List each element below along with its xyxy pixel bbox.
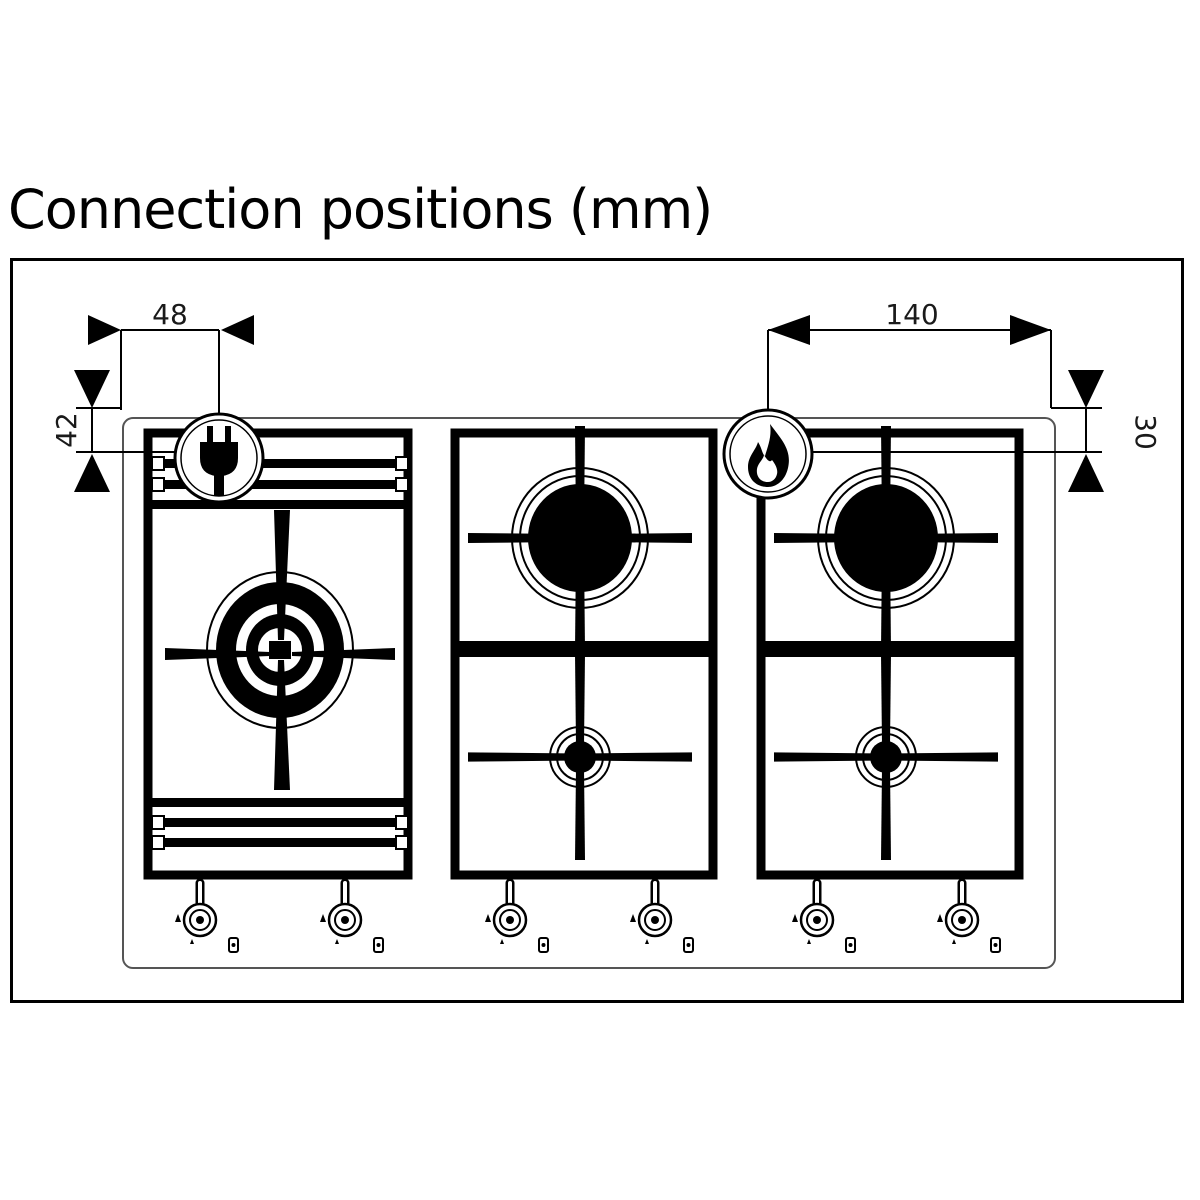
knob-3 <box>485 883 548 952</box>
control-knobs <box>175 883 1000 952</box>
gas-dimensions <box>767 329 1102 453</box>
middle-burner-zone <box>450 426 718 880</box>
flame-icon <box>722 408 814 500</box>
gas-vertical-dimension: 30 <box>1129 414 1162 450</box>
hob-outline <box>122 417 1056 969</box>
knob-5 <box>792 883 855 952</box>
arrow-left <box>768 315 810 345</box>
arrow-up <box>1068 454 1104 492</box>
arrow-down <box>74 370 110 408</box>
knob-2 <box>320 883 383 952</box>
diagram-title: Connection positions (mm) <box>8 178 713 241</box>
knob-6 <box>937 883 1000 952</box>
knob-1 <box>175 883 238 952</box>
arrow-right <box>1010 315 1051 345</box>
arrow-left <box>221 315 254 345</box>
arrow-up <box>74 454 110 492</box>
electrical-horizontal-dimension: 48 <box>152 298 188 331</box>
electrical-vertical-dimension: 42 <box>50 412 83 448</box>
knob-4 <box>630 883 693 952</box>
diagram-frame <box>10 258 1184 1003</box>
arrow-down <box>1068 370 1104 408</box>
wok-burner-zone <box>143 428 413 880</box>
right-burner-zone <box>756 426 1024 880</box>
arrow-right <box>88 315 121 345</box>
gas-horizontal-dimension: 140 <box>885 298 938 331</box>
plug-icon <box>173 412 265 504</box>
